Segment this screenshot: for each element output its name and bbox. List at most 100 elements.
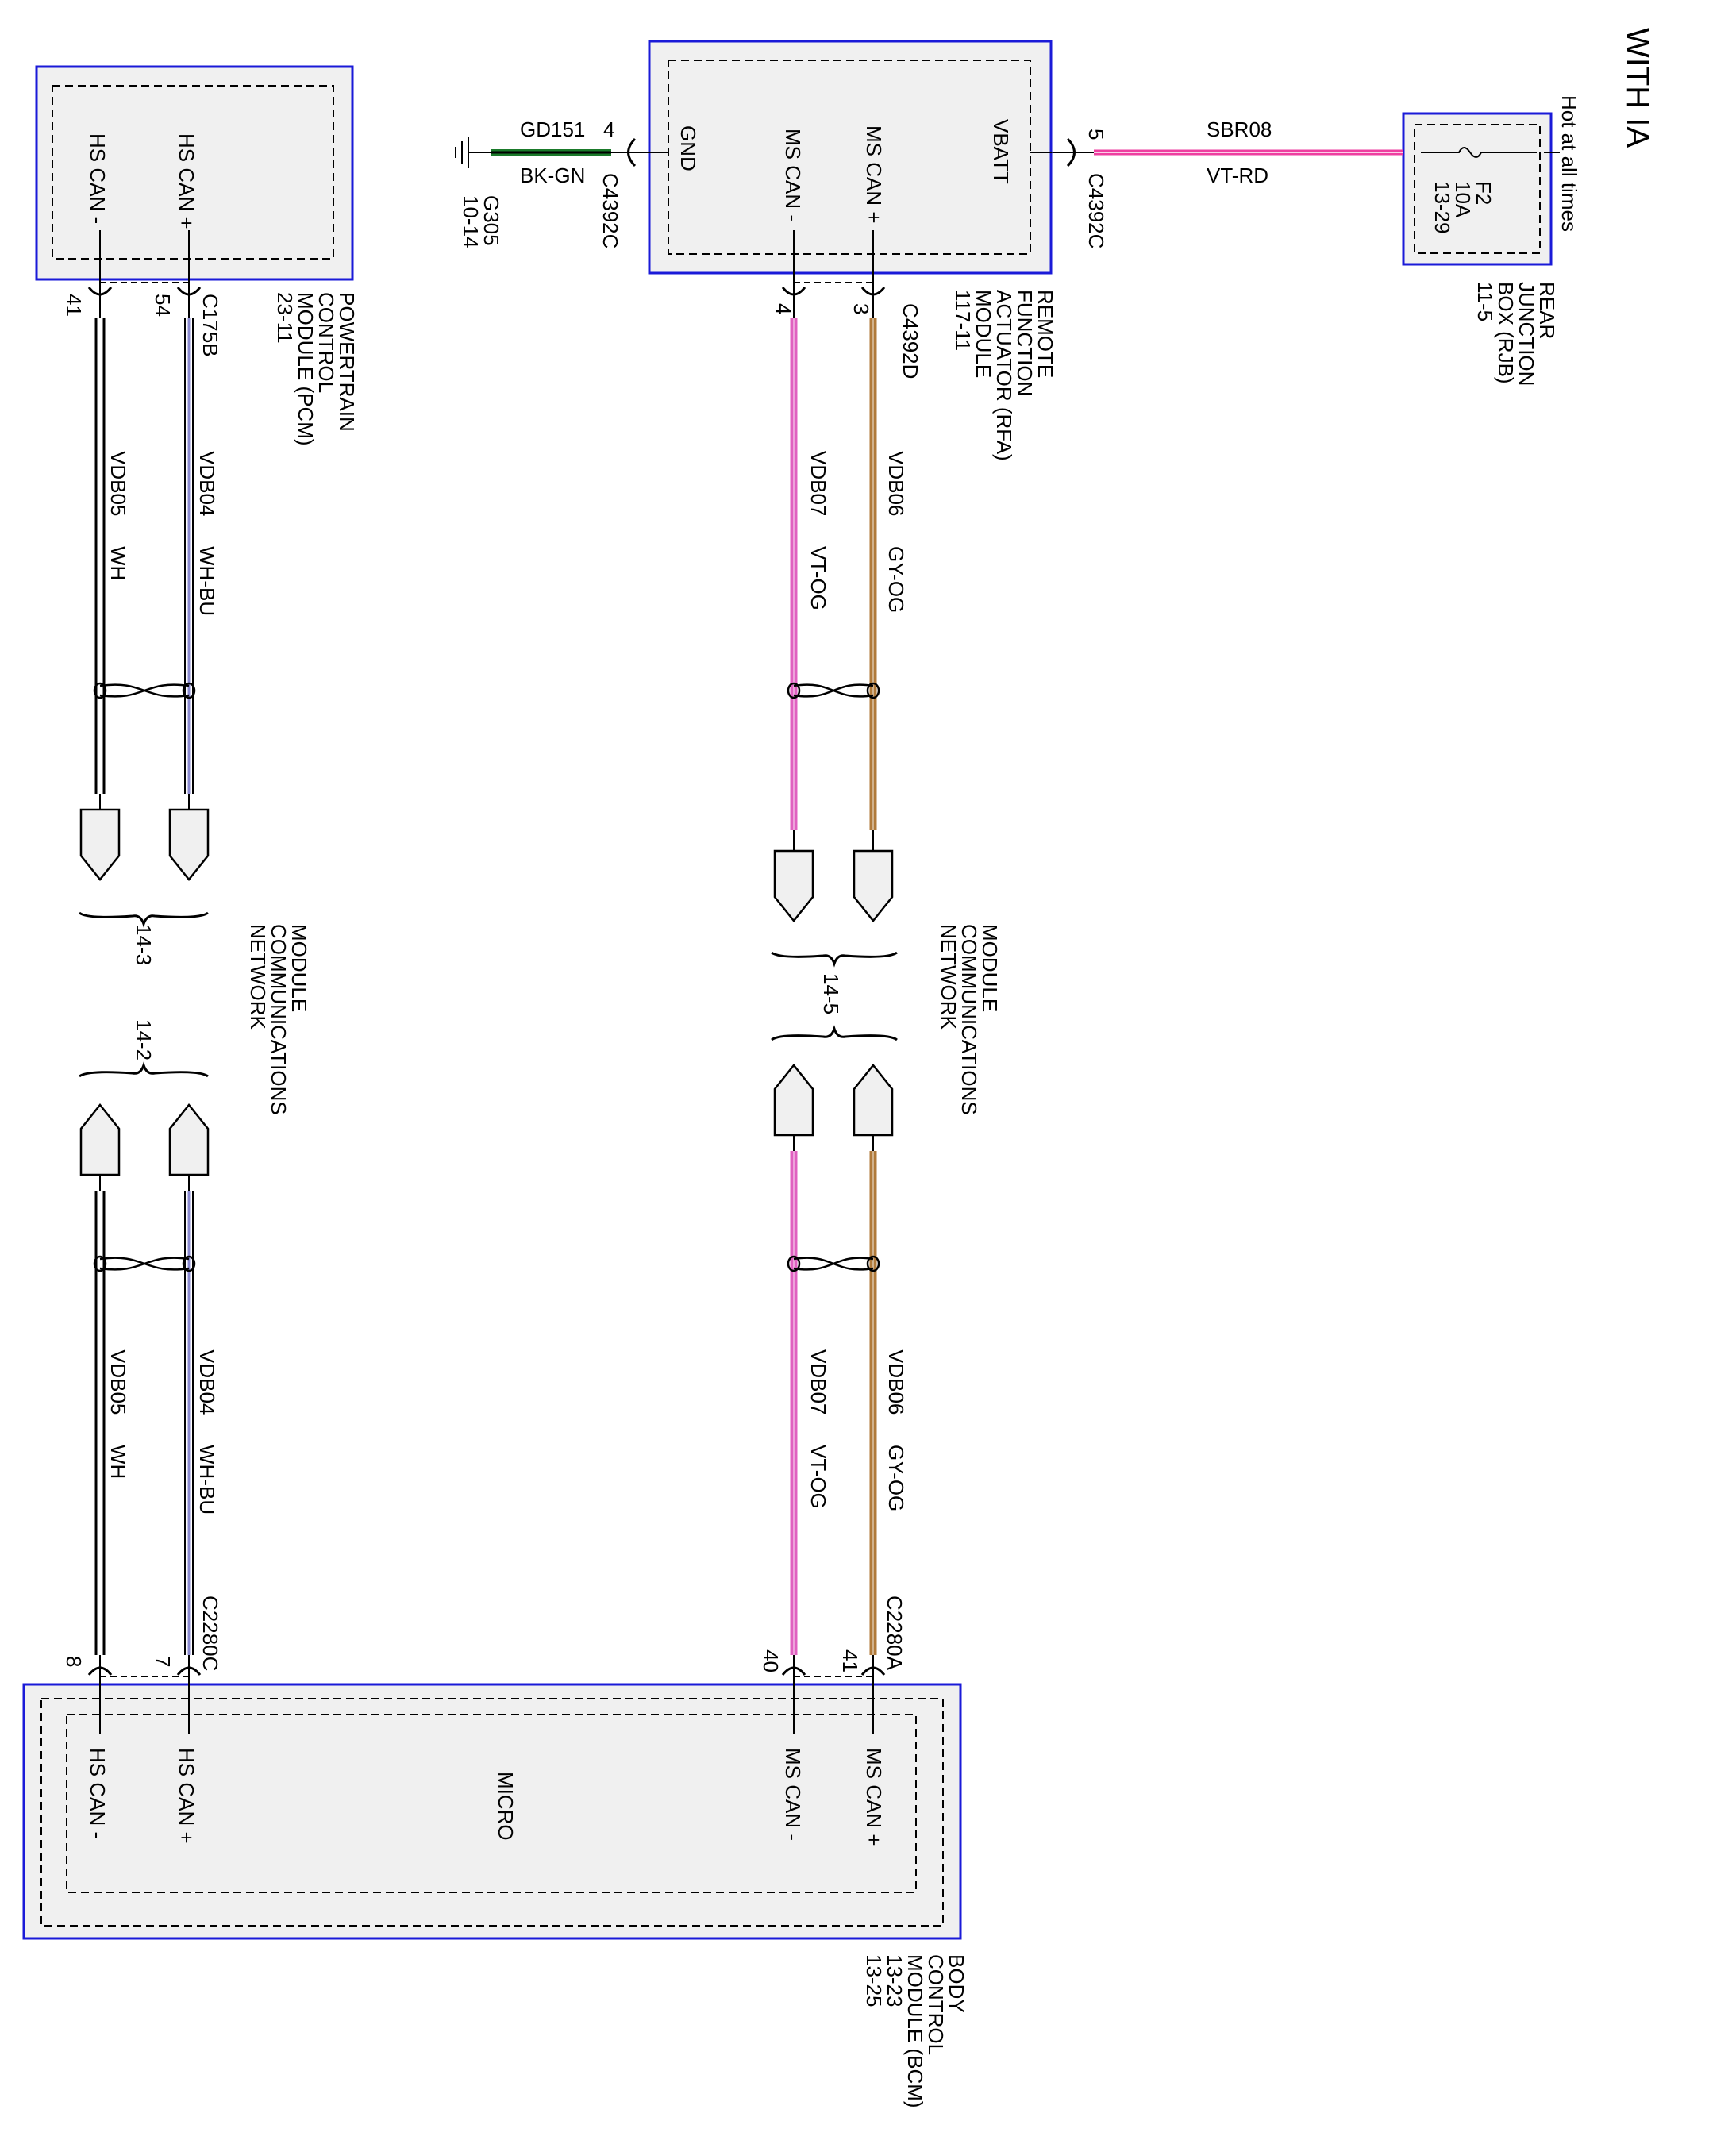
diagram-title: WITH IA xyxy=(1620,28,1655,148)
wire-vdb04-segment-1[interactable] xyxy=(184,318,194,794)
hs-network-label-1: MODULE xyxy=(287,924,311,1012)
pcm-connector-c175b: C175B xyxy=(198,294,222,357)
rfa-label-5: 117-11 xyxy=(951,290,975,351)
ground-connector: C4392C xyxy=(599,173,622,248)
rfa-pin-3-arrow-icon xyxy=(860,287,886,296)
hs-break-connector-bottom-plus-icon xyxy=(168,1103,210,1176)
ms-break-connector-bottom-minus-icon xyxy=(773,1063,814,1137)
bcm-label-5: 13-25 xyxy=(862,1954,886,2007)
vdb06-circuit-upper: VDB06 xyxy=(884,451,908,516)
rfa-module[interactable] xyxy=(648,40,1053,275)
ground-pin: 4 xyxy=(603,117,614,141)
vdb04-color-lower: WH-BU xyxy=(195,1445,219,1515)
rfa-pin-3: 3 xyxy=(849,303,873,314)
ms-twist-lower-icon-strand-b xyxy=(793,1257,874,1271)
ground-symbol-icon xyxy=(455,137,469,168)
bcm-pin-8-arrow-icon xyxy=(87,1666,113,1676)
bcm-pin-7: 7 xyxy=(151,1656,175,1667)
vbatt-connector-arrow-icon xyxy=(1066,137,1076,167)
wire-vdb05-segment-1[interactable] xyxy=(94,318,106,794)
ms-break-connector-bottom-plus-icon xyxy=(853,1063,894,1137)
pcm-pin-41: 41 xyxy=(62,294,86,317)
ms-brace-bottom-icon xyxy=(771,1025,898,1041)
pcm-module[interactable] xyxy=(35,65,354,281)
vdb07-circuit-lower: VDB07 xyxy=(806,1349,830,1415)
ground-ref: 10-14 xyxy=(459,195,483,248)
vdb04-circuit-upper: VDB04 xyxy=(195,451,219,516)
ms-network-label-3: NETWORK xyxy=(937,924,960,1030)
rjb-label-4: 11-5 xyxy=(1473,282,1497,321)
ms-twist-upper-icon-loop-b xyxy=(866,682,880,699)
rjb-label-2: JUNCTION xyxy=(1515,282,1538,386)
hs-twist-upper-icon-loop-a xyxy=(93,682,107,699)
rear-junction-box[interactable]: F2 10A 13-29 xyxy=(1402,112,1553,266)
wire-layer xyxy=(79,152,1052,1734)
hs-twist-upper-icon-loop-b xyxy=(182,682,196,699)
bcm-label-3: MODULE (BCM) xyxy=(903,1954,927,2108)
fuse-ref: 13-29 xyxy=(1430,181,1454,234)
ms-twist-upper-icon xyxy=(787,682,880,699)
ms-network-label-1: MODULE xyxy=(978,924,1002,1012)
bcm-module[interactable] xyxy=(22,1683,962,1940)
pcm-label-3: MODULE (PCM) xyxy=(294,292,318,446)
vdb07-color-upper: VT-OG xyxy=(806,546,830,610)
ms-twist-upper-icon-loop-a xyxy=(787,682,801,699)
bcm-connector-c2280a: C2280A xyxy=(883,1595,906,1671)
bcm-micro-label: MICRO xyxy=(494,1772,518,1841)
vdb07-color-lower: VT-OG xyxy=(806,1445,830,1509)
ms-twist-upper-icon-strand-b xyxy=(793,683,874,698)
bcm-label-4: 13-23 xyxy=(883,1954,906,2007)
pcm-pin-hs-can-minus: HS CAN - xyxy=(86,133,110,224)
rfa-label-3: ACTUATOR (RFA) xyxy=(992,290,1016,461)
vbatt-connector: C4392C xyxy=(1084,173,1108,248)
rfa-pin-ms-can-plus: MS CAN + xyxy=(862,125,886,224)
ms-break-connector-top-plus-icon xyxy=(853,849,894,923)
vdb04-color-upper: WH-BU xyxy=(195,546,219,616)
vdb05-color-lower: WH xyxy=(106,1445,130,1479)
rjb-label-1: REAR xyxy=(1535,282,1559,339)
bcm-pin-41: 41 xyxy=(838,1649,862,1672)
ms-twist-lower-icon-loop-b xyxy=(866,1255,880,1272)
hs-break-connector-top-minus-icon xyxy=(79,808,121,882)
pcm-label-4: 23-11 xyxy=(273,292,297,344)
hs-network-label-2: COMMUNICATIONS xyxy=(267,924,291,1115)
vdb05-color-upper: WH xyxy=(106,546,130,580)
hs-twist-lower-icon-strand-b xyxy=(99,1257,190,1271)
rfa-label-2: FUNCTION xyxy=(1013,290,1037,396)
hs-twist-lower-icon-loop-a xyxy=(93,1255,107,1272)
bcm-pin-ms-can-plus: MS CAN + xyxy=(862,1748,886,1846)
hs-brace-bottom-icon xyxy=(79,1061,209,1078)
pcm-pin-54-arrow-icon xyxy=(176,287,202,296)
wire-vdb04-segment-2[interactable] xyxy=(184,1191,194,1655)
bcm-pin-8: 8 xyxy=(62,1656,86,1667)
rfa-label-4: MODULE xyxy=(972,290,995,378)
rfa-label-1: REMOTE xyxy=(1034,290,1057,378)
ms-network-label-2: COMMUNICATIONS xyxy=(957,924,981,1115)
vdb06-color-lower: GY-OG xyxy=(884,1445,908,1511)
wire-vdb05-segment-2[interactable] xyxy=(94,1191,106,1655)
rfa-pin-4-arrow-icon xyxy=(781,287,806,296)
vdb06-color-upper: GY-OG xyxy=(884,546,908,613)
pcm-pin-54: 54 xyxy=(151,294,175,317)
hs-break-connector-bottom-minus-icon xyxy=(79,1103,121,1176)
bcm-pin-hs-can-minus: HS CAN - xyxy=(86,1748,110,1838)
bcm-pin-7-arrow-icon xyxy=(176,1666,202,1676)
rfa-connector-c4392d: C4392D xyxy=(899,303,922,379)
ms-twist-lower-icon xyxy=(787,1255,880,1272)
fuse-name: F2 xyxy=(1472,181,1495,205)
bcm-label-1: BODY xyxy=(945,1954,968,2013)
hs-brace-top-icon xyxy=(79,911,209,928)
ms-brace-top-icon xyxy=(771,951,898,968)
hs-twist-upper-icon-strand-b xyxy=(99,683,190,698)
fuse-icon xyxy=(1421,147,1537,158)
rfa-pin-vbatt: VBATT xyxy=(989,119,1013,184)
ms-break-connector-top-minus-icon xyxy=(773,849,814,923)
vdb05-circuit-upper: VDB05 xyxy=(106,451,130,516)
hs-twist-lower-icon-loop-b xyxy=(182,1255,196,1272)
ms-network-ref: 14-5 xyxy=(819,973,843,1014)
bcm-pin-40: 40 xyxy=(759,1649,783,1672)
hs-network-ref-bottom: 14-2 xyxy=(132,1019,156,1060)
hs-twist-upper-icon xyxy=(93,682,196,699)
bcm-label-2: CONTROL xyxy=(924,1954,948,2055)
